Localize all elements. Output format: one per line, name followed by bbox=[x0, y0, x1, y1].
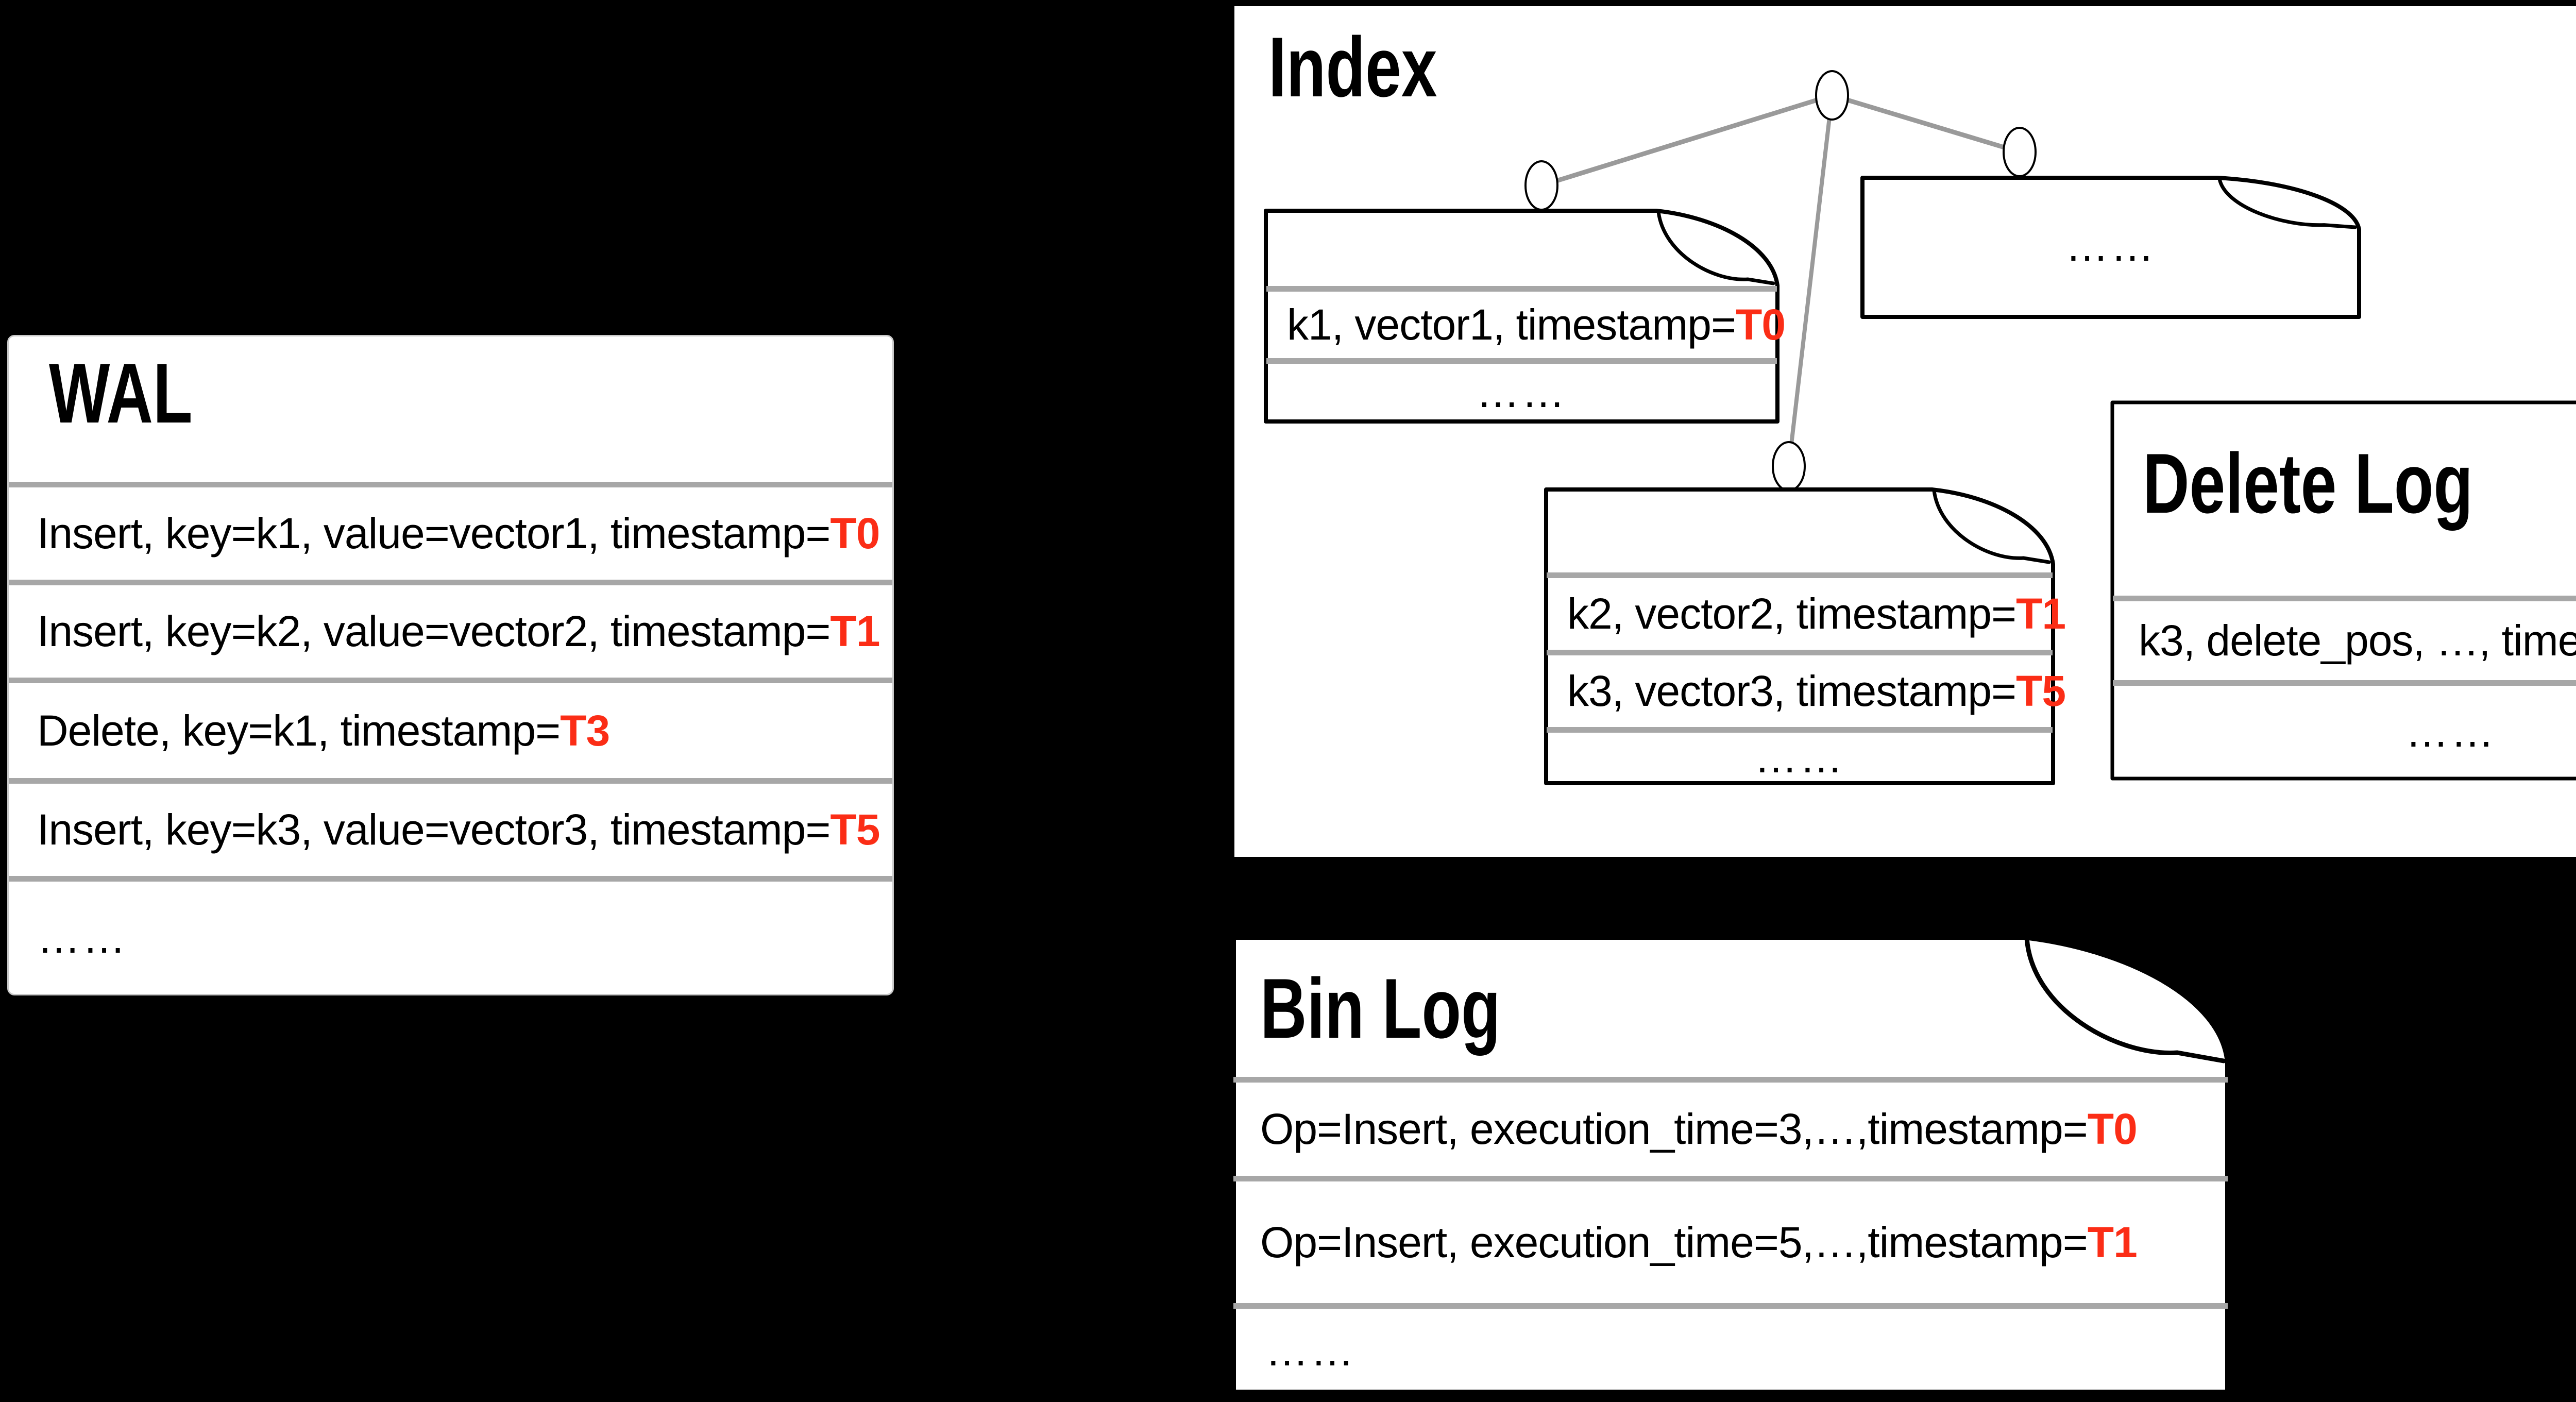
segment-row-text: k1, vector1, timestamp= bbox=[1287, 300, 1736, 349]
timestamp-highlight: T1 bbox=[2087, 1218, 2138, 1266]
tree-node-root bbox=[1815, 70, 1849, 121]
bin-log-row-2: Op=Insert, execution_time=5,…,timestamp=… bbox=[1233, 1176, 2228, 1303]
bin-log-title: Bin Log bbox=[1233, 934, 2228, 1077]
index-segment-doc-2: …… bbox=[1860, 175, 2362, 319]
doc-header bbox=[1266, 208, 1777, 286]
document-shape bbox=[1264, 209, 1780, 424]
ellipsis-text: …… bbox=[2405, 707, 2496, 756]
bin-log-row-text: Op=Insert, execution_time=5,…,timestamp= bbox=[1260, 1218, 2088, 1266]
tree-edge bbox=[1540, 93, 1833, 188]
bin-log-row-text: Op=Insert, execution_time=3,…,timestamp= bbox=[1260, 1105, 2088, 1153]
bin-log-more-row: …… bbox=[1233, 1303, 2228, 1392]
segment-more-row: …… bbox=[1547, 727, 2053, 783]
timestamp-highlight: T1 bbox=[2016, 589, 2066, 638]
index-title: Index bbox=[1268, 25, 1490, 110]
segment-row-k1: k1, vector1, timestamp=T0 bbox=[1266, 286, 1786, 358]
tree-node-mid bbox=[1772, 441, 1806, 492]
index-segment-doc-1: k1, vector1, timestamp=T0 …… bbox=[1263, 208, 1786, 424]
timestamp-highlight: T3 bbox=[560, 706, 610, 755]
timestamp-highlight: T5 bbox=[2016, 667, 2066, 716]
wal-row-insert-k2: Insert, key=k2, value=vector2, timestamp… bbox=[9, 580, 892, 678]
doc-header bbox=[1547, 487, 2053, 572]
segment-more-row: …… bbox=[1266, 358, 1777, 421]
tree-edge bbox=[1831, 93, 2021, 155]
segment-row-k2: k2, vector2, timestamp=T1 bbox=[1547, 572, 2066, 650]
timestamp-highlight: T0 bbox=[830, 509, 880, 558]
index-segment-doc-3: k2, vector2, timestamp=T1 k3, vector3, t… bbox=[1544, 487, 2066, 786]
document-shape bbox=[1231, 935, 2230, 1395]
index-title-text: Index bbox=[1268, 20, 1437, 114]
tree-edge bbox=[1787, 95, 1834, 467]
delete-log-row-text: k3, delete_pos, …, timestamp= bbox=[2139, 616, 2576, 665]
segment-row-text: k2, vector2, timestamp= bbox=[1567, 589, 2016, 638]
delete-log-row-k3: k3, delete_pos, …, timestamp=T3 bbox=[2113, 596, 2576, 680]
index-panel: Index k1, vector1, timestamp=T0 …… bbox=[1234, 6, 2576, 857]
bin-log-title-text: Bin Log bbox=[1260, 961, 1501, 1056]
delete-log-more-row: …… bbox=[2113, 680, 2576, 778]
ellipsis-text: …… bbox=[2065, 221, 2156, 270]
ellipsis-text: …… bbox=[1754, 733, 1845, 782]
delete-log-doc: Delete Log k3, delete_pos, …, timestamp=… bbox=[2110, 400, 2576, 781]
wal-row-delete-k1: Delete, key=k1, timestamp=T3 bbox=[9, 678, 892, 778]
delete-log-title-text: Delete Log bbox=[2143, 436, 2473, 531]
timestamp-highlight: T0 bbox=[2087, 1105, 2138, 1153]
wal-row-text: Insert, key=k2, value=vector2, timestamp… bbox=[37, 607, 831, 655]
wal-row-text: Insert, key=k3, value=vector3, timestamp… bbox=[37, 805, 831, 854]
bin-log-row-1: Op=Insert, execution_time=3,…,timestamp=… bbox=[1233, 1077, 2228, 1176]
timestamp-highlight: T5 bbox=[830, 805, 880, 854]
tree-node-left bbox=[1524, 160, 1558, 211]
document-shape bbox=[1860, 176, 2361, 319]
wal-more-row: …… bbox=[9, 876, 892, 994]
timestamp-highlight: T0 bbox=[1736, 300, 1786, 349]
segment-row-text: k3, vector3, timestamp= bbox=[1567, 667, 2016, 716]
segment-row-k3: k3, vector3, timestamp=T5 bbox=[1547, 650, 2066, 727]
bin-log-doc: Bin Log Op=Insert, execution_time=3,…,ti… bbox=[1230, 934, 2231, 1395]
wal-row-insert-k1: Insert, key=k1, value=vector1, timestamp… bbox=[9, 482, 892, 580]
ellipsis-text: …… bbox=[1265, 1326, 1356, 1375]
wal-title-text: WAL bbox=[49, 346, 193, 441]
wal-row-insert-k3: Insert, key=k3, value=vector3, timestamp… bbox=[9, 778, 892, 876]
timestamp-highlight: T1 bbox=[830, 607, 880, 655]
wal-row-text: Insert, key=k1, value=vector1, timestamp… bbox=[37, 509, 831, 558]
tree-node-right bbox=[2003, 127, 2037, 177]
segment-more-row: …… bbox=[1863, 175, 2359, 316]
ellipsis-text: …… bbox=[1476, 368, 1567, 416]
wal-box: WAL Insert, key=k1, value=vector1, times… bbox=[7, 335, 894, 995]
wal-row-text: Delete, key=k1, timestamp= bbox=[37, 706, 561, 755]
ellipsis-text: …… bbox=[37, 913, 128, 962]
wal-title: WAL bbox=[9, 336, 892, 482]
document-shape bbox=[1544, 487, 2055, 785]
delete-log-title: Delete Log bbox=[2113, 400, 2576, 596]
